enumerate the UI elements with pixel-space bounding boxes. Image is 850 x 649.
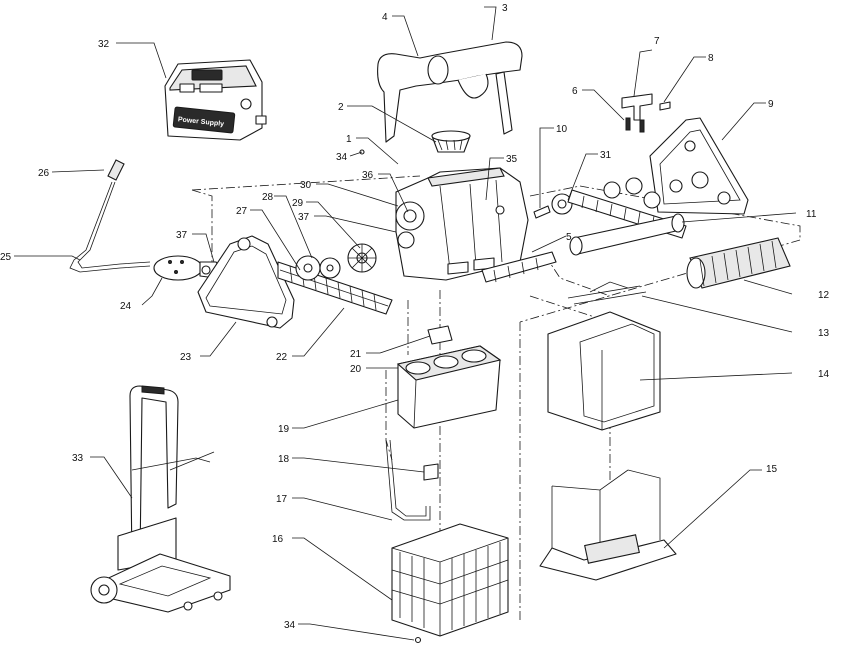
- callout-19: 19: [278, 424, 290, 435]
- callout-35: 35: [506, 154, 518, 165]
- callout-21: 21: [350, 349, 362, 360]
- left-side-plate: [197, 235, 295, 329]
- callout-6: 6: [572, 86, 578, 97]
- callout-34-top: 34: [336, 152, 348, 163]
- callout-15: 15: [766, 464, 778, 475]
- callout-32: 32: [98, 39, 110, 50]
- pulley: [533, 193, 573, 219]
- screw-top: [349, 149, 365, 157]
- handle: [377, 41, 523, 143]
- assembly-guide-lines: [191, 175, 801, 620]
- callout-5: 5: [566, 232, 572, 243]
- callout-18: 18: [278, 454, 290, 465]
- callout-13: 13: [818, 328, 830, 339]
- right-side-plate: [621, 93, 749, 215]
- callout-25: 25: [0, 252, 12, 263]
- callout-34-bottom: 34: [284, 620, 296, 631]
- filter-housing: [396, 325, 502, 429]
- power-supply-label: Power Supply: [178, 116, 225, 128]
- callout-10: 10: [556, 124, 568, 135]
- callout-11: 11: [806, 209, 817, 220]
- callout-27: 27: [236, 206, 248, 217]
- caddy: [90, 385, 231, 613]
- callout-24: 24: [120, 301, 132, 312]
- leader-lines: [14, 6, 797, 641]
- callout-36: 36: [362, 170, 374, 181]
- callout-8: 8: [708, 53, 714, 64]
- callout-3: 3: [502, 3, 508, 14]
- callout-29: 29: [292, 198, 304, 209]
- callout-7: 7: [654, 36, 660, 47]
- callout-16: 16: [272, 534, 284, 545]
- callout-14: 14: [818, 369, 830, 380]
- callout-38: 37: [176, 230, 188, 241]
- callout-31: 31: [600, 150, 612, 161]
- callout-2: 2: [338, 102, 344, 113]
- roller: [569, 213, 685, 256]
- left-track-assembly: [277, 243, 393, 315]
- floating-cable: [69, 159, 223, 281]
- wire-clip: [567, 281, 647, 305]
- callout-37: 37: [298, 212, 310, 223]
- callout-33: 33: [72, 453, 84, 464]
- callout-23: 23: [180, 352, 192, 363]
- basket: [391, 523, 509, 637]
- callout-labels: 32 34 1 2 3 4 5 6 7 8 9 10 11 12 13 14 1…: [0, 3, 830, 631]
- callout-28: 28: [262, 192, 274, 203]
- callout-17: 17: [276, 494, 288, 505]
- callout-9: 9: [768, 99, 774, 110]
- front-strip: [481, 251, 557, 283]
- callout-12: 12: [818, 290, 830, 301]
- impeller: [431, 130, 471, 153]
- callout-26: 26: [38, 168, 50, 179]
- callout-4: 4: [382, 12, 388, 23]
- screw-bottom: [414, 636, 422, 644]
- filter-frame: [539, 469, 677, 581]
- callout-30: 30: [300, 180, 312, 191]
- callout-20: 20: [350, 364, 362, 375]
- brush: [686, 237, 791, 289]
- callout-22: 22: [276, 352, 288, 363]
- main-body: [395, 167, 529, 281]
- callout-1: 1: [346, 134, 352, 145]
- filter-bag: [547, 311, 661, 431]
- power-supply-unit: Power Supply: [164, 59, 267, 141]
- tube: [385, 439, 439, 521]
